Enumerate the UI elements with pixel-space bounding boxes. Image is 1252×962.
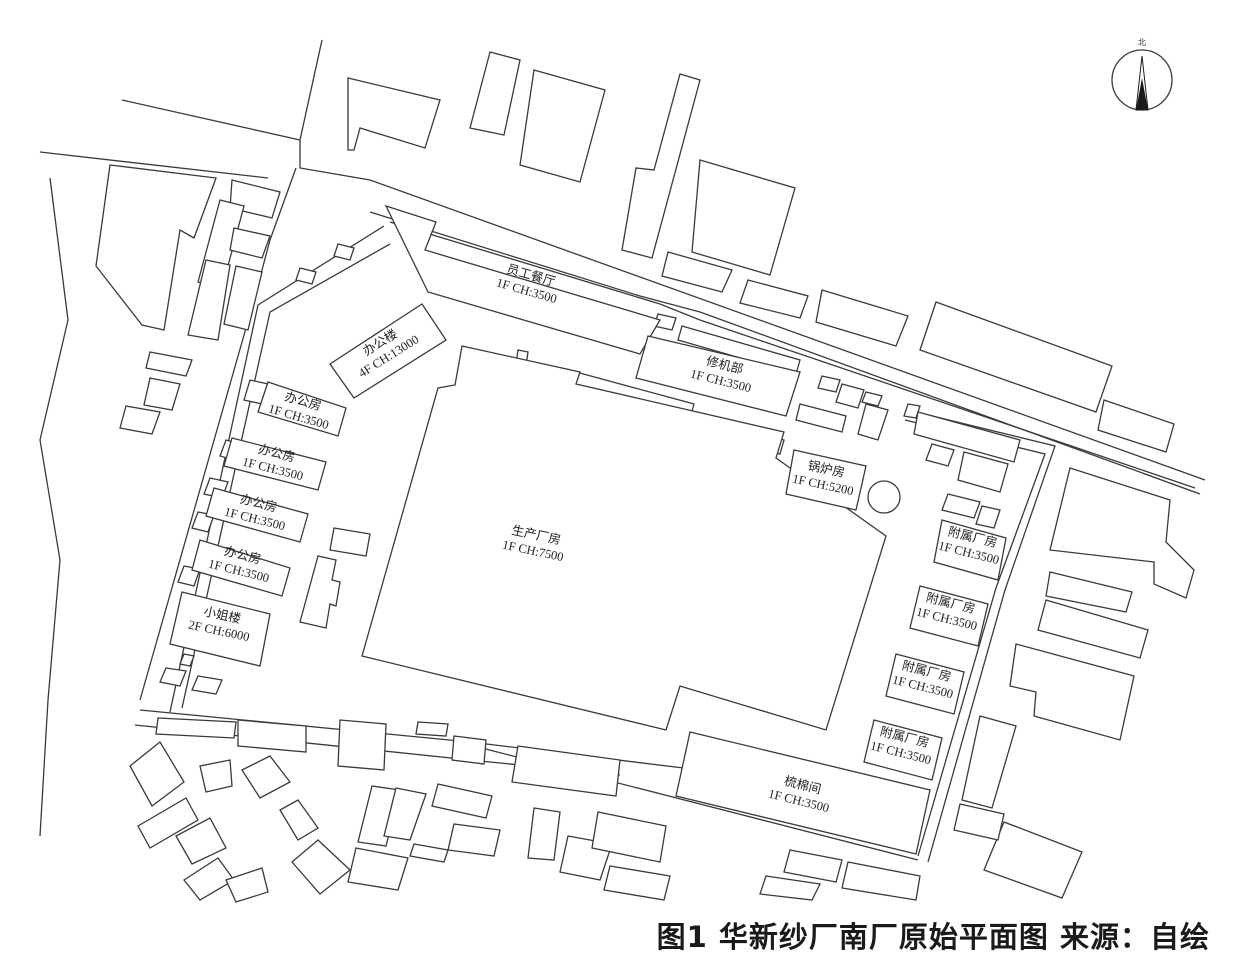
main-production-hall (361, 345, 887, 731)
north-arrow-label: 北 (1138, 38, 1146, 47)
boiler-room-building (785, 449, 867, 511)
repair-shop-building (635, 335, 801, 417)
labeled-buildings (169, 204, 1007, 855)
office-building-4 (191, 539, 291, 597)
north-arrow-pointer (1136, 78, 1148, 110)
office-building-2 (223, 437, 327, 491)
dormitory-building (169, 591, 271, 667)
annex-building-4 (863, 719, 943, 781)
annex-building-2 (909, 585, 989, 647)
carding-room-building (675, 731, 931, 855)
north-arrow: 北 (1111, 38, 1173, 111)
figure-caption: 图1 华新纱厂南厂原始平面图 来源：自绘 (656, 920, 1210, 954)
office-building-1 (257, 381, 347, 437)
office-building-3 (205, 487, 309, 543)
annex-building-3 (885, 653, 965, 715)
staff-canteen-building (384, 204, 661, 355)
water-tower-circle (867, 480, 901, 514)
office-tower-building (329, 303, 447, 399)
annex-building-1 (933, 519, 1007, 581)
